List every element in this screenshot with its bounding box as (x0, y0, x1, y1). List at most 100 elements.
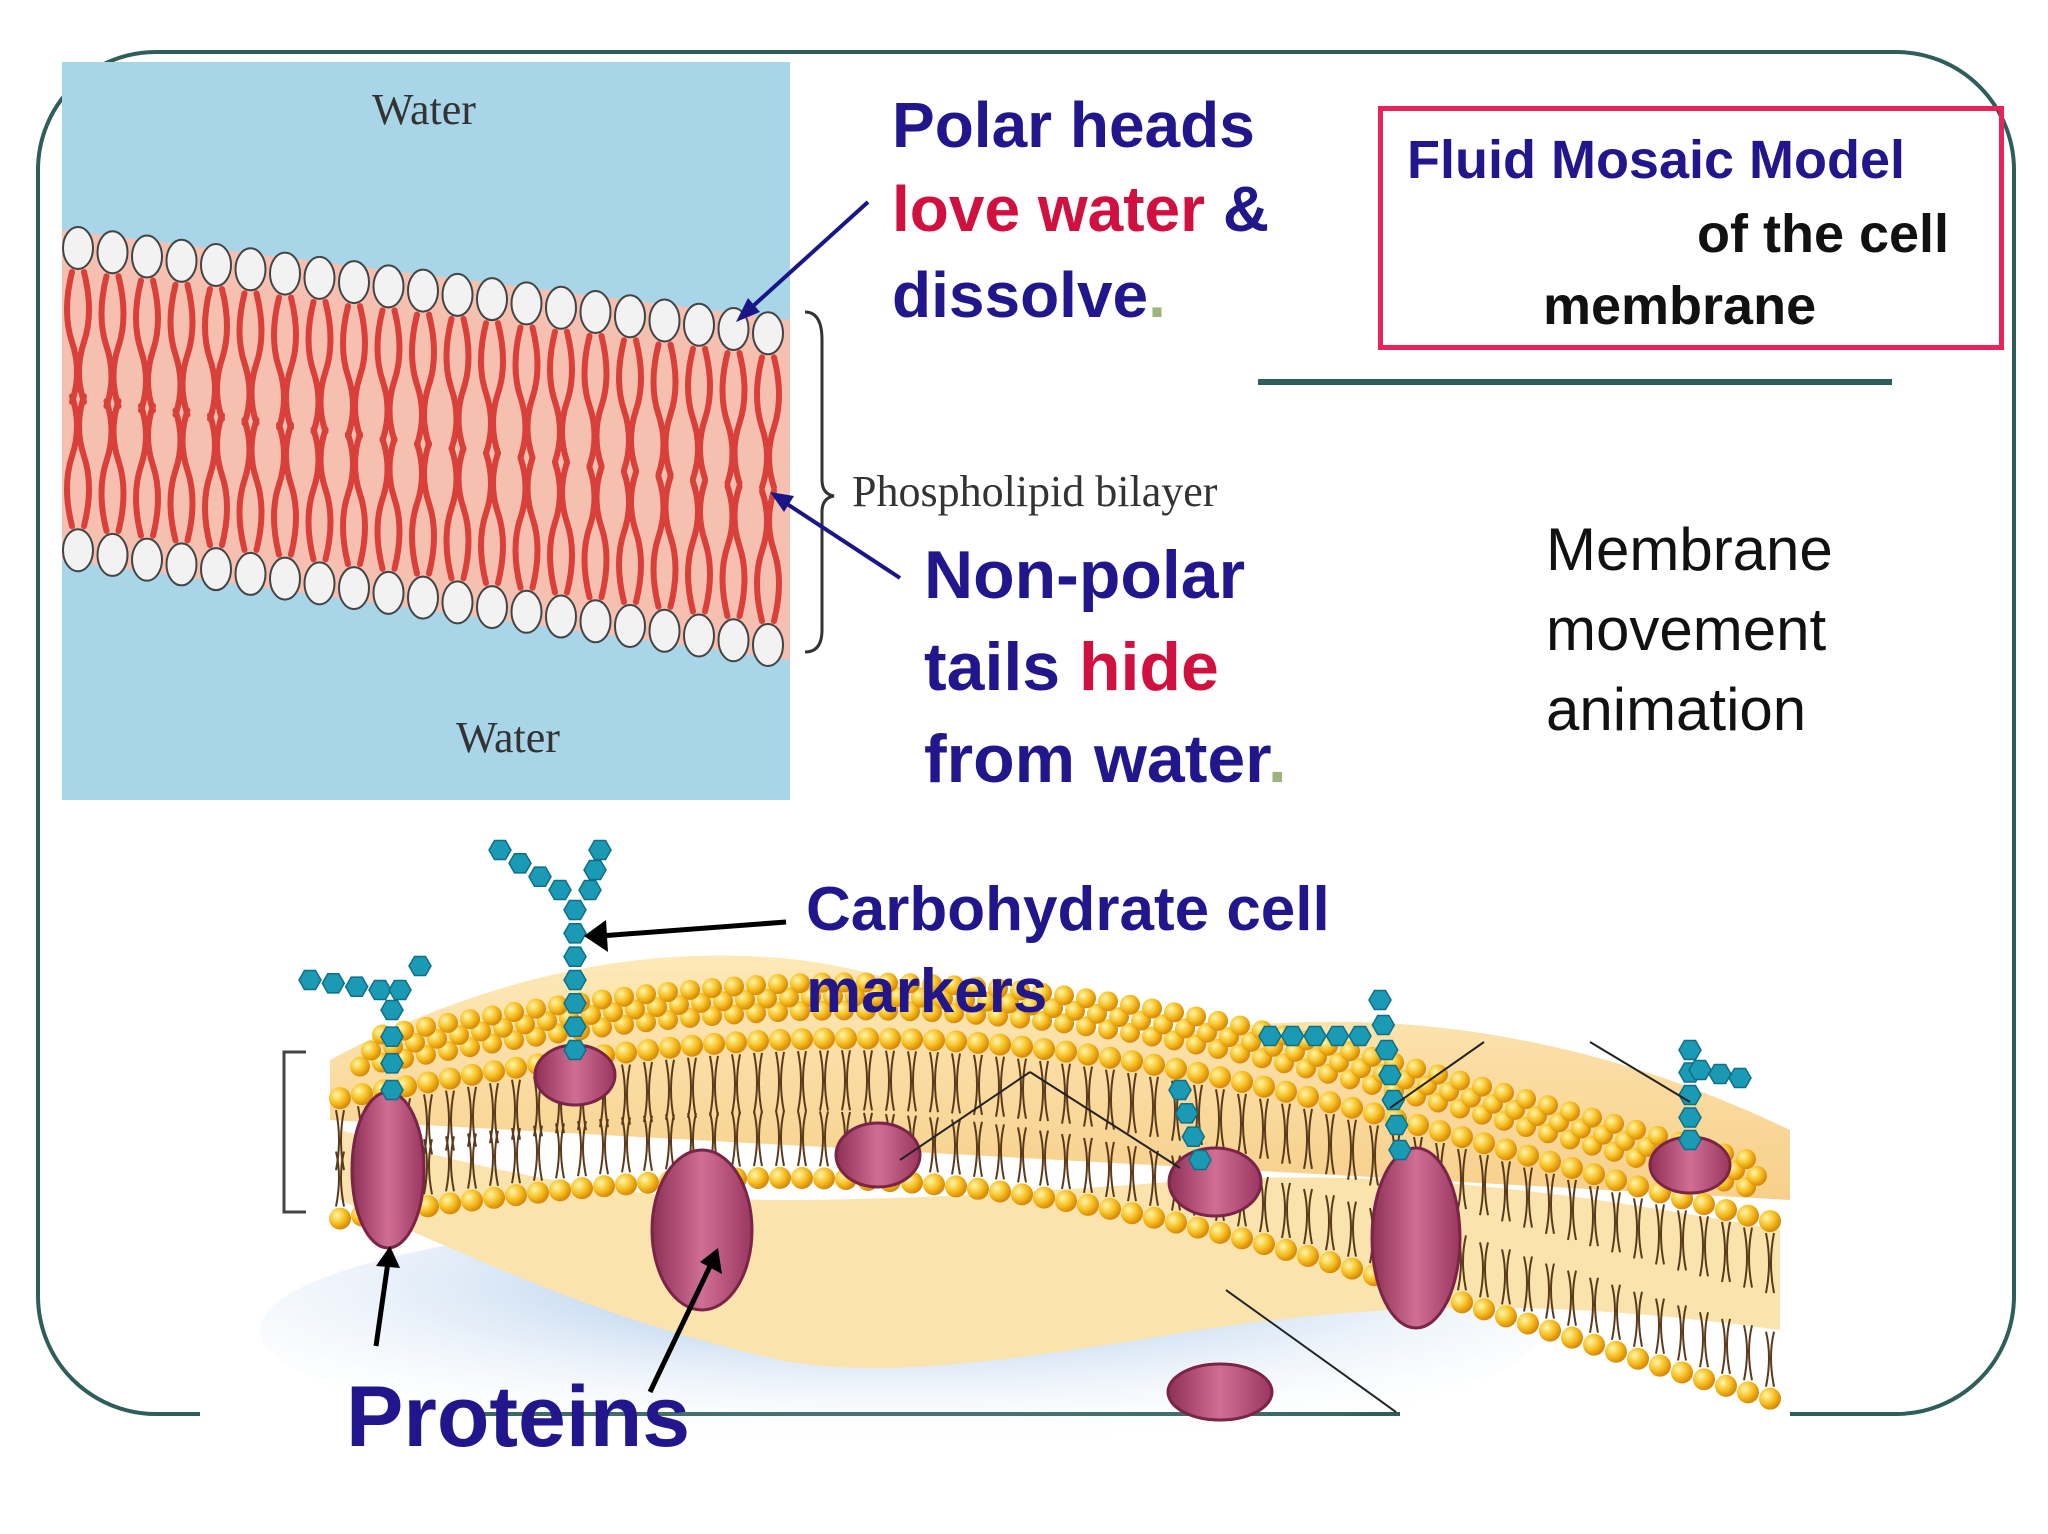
phospholipid-head (1011, 1183, 1033, 1206)
phospholipid-head (658, 981, 678, 1002)
fatty-acid-tail (1039, 1060, 1049, 1122)
bilayer-brace (804, 310, 835, 654)
fatty-acid-tail (1127, 1072, 1137, 1134)
lipid-tail (352, 431, 368, 568)
polar-head (96, 230, 129, 275)
polar-head (752, 622, 784, 667)
fatty-acid-tail (797, 1110, 807, 1167)
phospholipid-head (1451, 1291, 1473, 1314)
lipid-tail (766, 354, 782, 491)
phospholipid-head (878, 972, 898, 993)
sugar-unit (1168, 1079, 1192, 1101)
fatty-acid-tail (1303, 1108, 1313, 1170)
title-box: Fluid Mosaic Model of the cell membrane (1378, 106, 2004, 350)
phospholipid-head (900, 1001, 920, 1022)
lipid-tail (547, 459, 563, 596)
phospholipid-head (1054, 985, 1074, 1006)
carbohydrate-arrowhead (584, 920, 608, 952)
phospholipid-head (1055, 1040, 1077, 1063)
fatty-acid-tail (489, 1130, 499, 1186)
phospholipid-head (460, 1009, 480, 1030)
sugar-unit (548, 879, 572, 901)
phospholipid-head (747, 1029, 769, 1052)
phospholipid-head (637, 1039, 659, 1062)
phospholipid-head (615, 1173, 637, 1196)
polar-head (165, 238, 198, 283)
lipid-tail (443, 315, 460, 452)
phospholipid-head (1736, 1149, 1756, 1170)
fatty-acid-tail (1325, 1114, 1335, 1175)
lipid-tail (283, 294, 299, 431)
phospholipid-head (1627, 1175, 1649, 1198)
phospholipid-head (779, 987, 799, 1008)
lipid-tail (559, 328, 575, 465)
lipid-tail (443, 445, 460, 582)
sugar-unit (563, 946, 587, 967)
fatty-acid-tail (1655, 1204, 1665, 1265)
hide-text: hide (1078, 629, 1219, 705)
phospholipid-head (1187, 1216, 1209, 1239)
phospholipid-head (856, 1000, 876, 1021)
polar-head (545, 285, 577, 330)
lipid-tail (754, 487, 770, 624)
phospholipid-head (526, 998, 546, 1019)
lipid-tail (685, 345, 701, 482)
sugar-unit (321, 973, 346, 994)
phospholipid-head (1560, 1101, 1580, 1122)
lipid-tail (559, 459, 575, 596)
phospholipid-head (889, 986, 909, 1007)
polar-head (131, 234, 163, 279)
sugar-unit (1678, 1129, 1702, 1151)
phospholipid-head (713, 991, 733, 1012)
polar-head (476, 585, 508, 630)
channel-protein (1370, 1146, 1462, 1330)
lipid-tail (490, 320, 506, 457)
phospholipid-head (790, 1001, 810, 1022)
lipid-tail (628, 337, 644, 474)
phospholipid-head (1253, 1075, 1275, 1098)
phospholipid-head (1099, 1197, 1121, 1220)
fatty-acid-tail (753, 1052, 763, 1114)
phospholipid-head (1186, 1006, 1206, 1027)
proteins-arrowhead (376, 1246, 400, 1268)
carbohydrate-chains (298, 839, 1752, 1171)
fatty-acid-tail (1369, 1125, 1379, 1186)
fatty-acid-tail (1545, 1263, 1555, 1319)
phospholipid-head (1582, 1107, 1602, 1128)
lipid-tail (248, 290, 265, 427)
fatty-acid-tail (599, 1118, 609, 1175)
polar-head (234, 551, 267, 596)
phospholipid-head (461, 1063, 483, 1086)
lipid-tail (214, 286, 230, 423)
lipid-tail (409, 311, 425, 448)
sugar-unit (1188, 1149, 1212, 1171)
phospholipid-head (637, 1171, 659, 1194)
lipid-tail (145, 277, 161, 414)
phospholipid-head (834, 972, 854, 993)
animation-line2: movement (1546, 596, 1827, 663)
fatty-acid-tail (951, 1053, 961, 1114)
fatty-acid-tail (1303, 1188, 1313, 1245)
label-line (1389, 1041, 1485, 1109)
sugar-unit (563, 923, 587, 944)
lipid-tail (98, 397, 115, 534)
love-water-text: love water (892, 173, 1206, 245)
sugar-unit (368, 979, 392, 1001)
phospholipid-head (1627, 1347, 1649, 1370)
polar-head (303, 255, 336, 300)
phospholipid-head (1649, 1354, 1671, 1377)
fatty-acid-tail (423, 1139, 433, 1195)
bilayer-label: Phospholipid bilayer (852, 467, 1218, 516)
polar-head (338, 566, 370, 611)
phospholipid-head (1142, 998, 1162, 1019)
phospholipid-head (461, 1189, 483, 1212)
polar-head (648, 608, 681, 653)
sugar-unit (1348, 1025, 1372, 1047)
from-water-text: from water (924, 721, 1268, 797)
phospholipid-head (1076, 988, 1096, 1009)
phospholipid-head (549, 1179, 571, 1202)
fatty-acid-tail (995, 1124, 1005, 1180)
phospholipid-head (989, 1180, 1011, 1203)
fatty-acid-tail (1259, 1098, 1269, 1159)
phospholipid-head (1098, 991, 1118, 1012)
